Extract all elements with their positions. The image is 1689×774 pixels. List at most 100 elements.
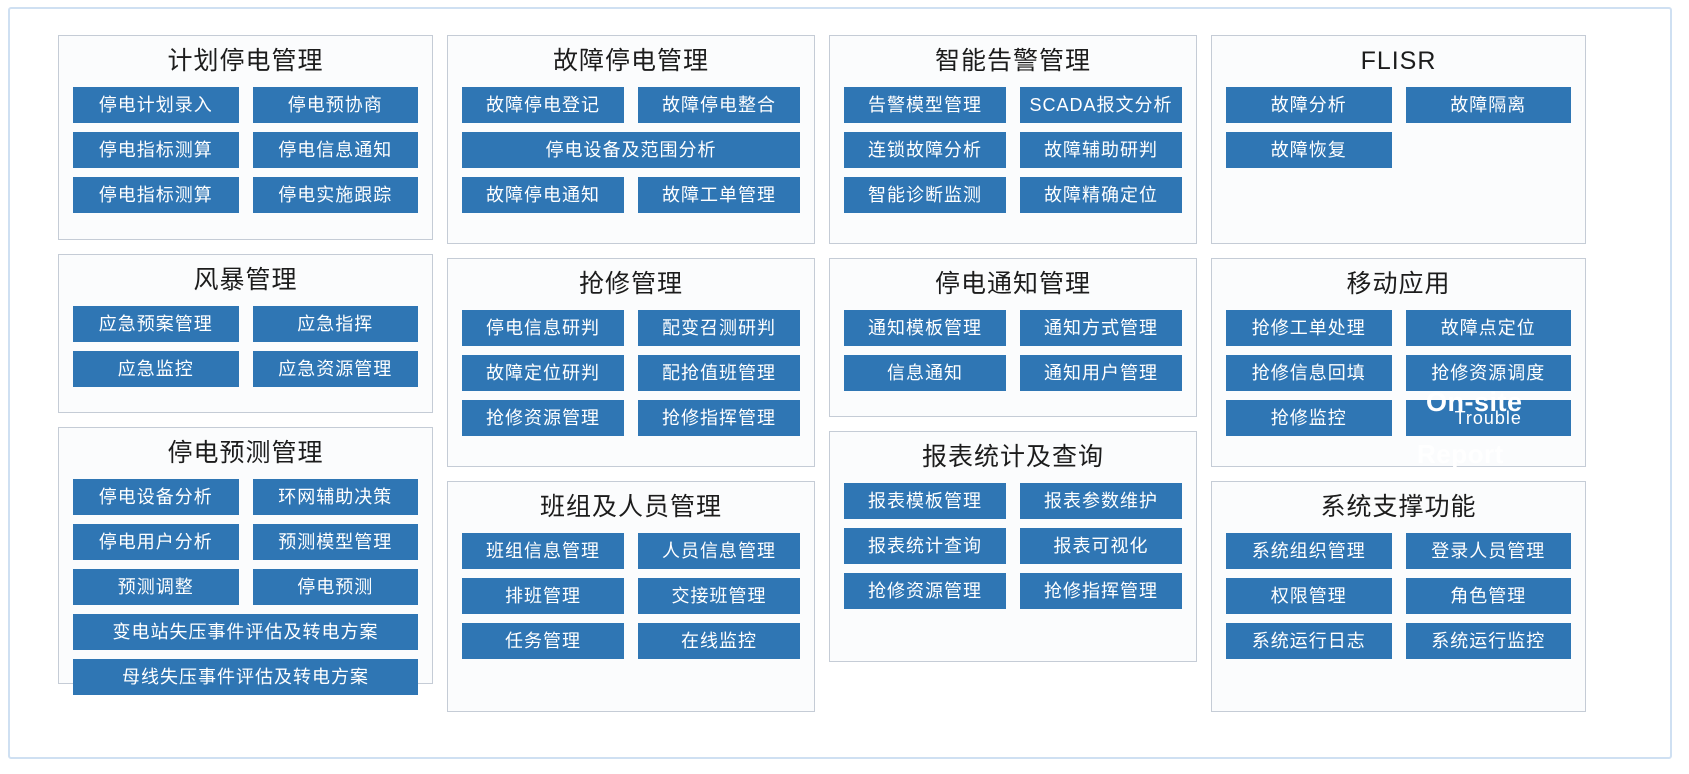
button-repair-resource-dispatch[interactable]: 抢修资源调度 bbox=[1405, 355, 1571, 392]
panel-buttons: 通知模板管理 通知方式管理 信息通知 通知用户管理 bbox=[844, 310, 1182, 392]
button-login-personnel-management[interactable]: 登录人员管理 bbox=[1405, 533, 1571, 570]
button-notice-method-management[interactable]: 通知方式管理 bbox=[1020, 310, 1182, 347]
button-fault-isolation[interactable]: 故障隔离 bbox=[1405, 87, 1571, 124]
button-outage-index-calc-2[interactable]: 停电指标测算 bbox=[73, 177, 239, 214]
button-trouble[interactable]: Trouble bbox=[1405, 400, 1571, 437]
button-transformer-polling-judgement[interactable]: 配变召测研判 bbox=[638, 310, 800, 347]
button-row: 抢修工单处理 故障点定位 bbox=[1226, 310, 1571, 347]
button-fault-outage-consolidation[interactable]: 故障停电整合 bbox=[638, 87, 800, 124]
button-repair-command-management-report[interactable]: 抢修指挥管理 bbox=[1020, 573, 1182, 610]
button-scada-message-analysis[interactable]: SCADA报文分析 bbox=[1020, 87, 1182, 124]
button-repair-info-backfill[interactable]: 抢修信息回填 bbox=[1226, 355, 1392, 392]
panel-buttons: 停电计划录入 停电预协商 停电指标测算 停电信息通知 停电指标测算 停电实施跟踪 bbox=[73, 87, 418, 214]
button-row: 抢修监控 Trouble bbox=[1226, 400, 1571, 437]
button-forecast-adjustment[interactable]: 预测调整 bbox=[73, 569, 239, 606]
button-repair-monitoring[interactable]: 抢修监控 bbox=[1226, 400, 1392, 437]
button-outage-equipment-scope-analysis[interactable]: 停电设备及范围分析 bbox=[462, 132, 800, 169]
panel-title: 故障停电管理 bbox=[552, 47, 709, 75]
button-outage-execution-tracking[interactable]: 停电实施跟踪 bbox=[252, 177, 418, 214]
panel-outage-notice: 停电通知管理 通知模板管理 通知方式管理 信息通知 通知用户管理 bbox=[829, 258, 1197, 417]
button-shift-handover-management[interactable]: 交接班管理 bbox=[638, 578, 800, 615]
button-row: 故障定位研判 配抢值班管理 bbox=[462, 355, 800, 392]
button-alarm-model-management[interactable]: 告警模型管理 bbox=[844, 87, 1006, 124]
button-repair-resource-management-report[interactable]: 抢修资源管理 bbox=[844, 573, 1006, 610]
panel-fault-outage: 故障停电管理 故障停电登记 故障停电整合 停电设备及范围分析 故障停电通知 故障… bbox=[447, 35, 815, 244]
panel-outage-forecast: 停电预测管理 停电设备分析 环网辅助决策 停电用户分析 预测模型管理 预测调整 … bbox=[58, 427, 433, 696]
button-system-operation-monitoring[interactable]: 系统运行监控 bbox=[1405, 623, 1571, 660]
button-row: 抢修资源管理 抢修指挥管理 bbox=[462, 400, 800, 437]
panel-title: FLISR bbox=[1360, 47, 1437, 75]
button-fault-restoration[interactable]: 故障恢复 bbox=[1226, 132, 1392, 169]
panel-buttons: 停电设备分析 环网辅助决策 停电用户分析 预测模型管理 预测调整 停电预测 变电… bbox=[73, 479, 418, 696]
button-task-management[interactable]: 任务管理 bbox=[462, 623, 624, 660]
button-fault-point-location[interactable]: 故障点定位 bbox=[1405, 310, 1571, 347]
button-row: 报表模板管理 报表参数维护 bbox=[844, 483, 1182, 520]
panel-title: 报表统计及查询 bbox=[921, 443, 1104, 471]
panel-title: 系统支撑功能 bbox=[1320, 493, 1477, 521]
panel-mobile-app: 移动应用 抢修工单处理 故障点定位 抢修信息回填 抢修资源调度 抢修监控 Tro… bbox=[1211, 258, 1586, 467]
button-outage-plan-entry[interactable]: 停电计划录入 bbox=[73, 87, 239, 124]
button-busbar-voltage-loss-plan[interactable]: 母线失压事件评估及转电方案 bbox=[73, 659, 418, 696]
button-shift-scheduling[interactable]: 排班管理 bbox=[462, 578, 624, 615]
panel-smart-alarm: 智能告警管理 告警模型管理 SCADA报文分析 连锁故障分析 故障辅助研判 智能… bbox=[829, 35, 1197, 244]
button-system-operation-log[interactable]: 系统运行日志 bbox=[1226, 623, 1392, 660]
button-role-management[interactable]: 角色管理 bbox=[1405, 578, 1571, 615]
panel-team-personnel: 班组及人员管理 班组信息管理 人员信息管理 排班管理 交接班管理 任务管理 在线… bbox=[447, 481, 815, 712]
button-emergency-plan-management[interactable]: 应急预案管理 bbox=[73, 306, 239, 343]
button-substation-voltage-loss-plan[interactable]: 变电站失压事件评估及转电方案 bbox=[73, 614, 418, 651]
button-smart-diagnosis-monitoring[interactable]: 智能诊断监测 bbox=[844, 177, 1006, 214]
button-team-info-management[interactable]: 班组信息管理 bbox=[462, 533, 624, 570]
button-repair-command-management[interactable]: 抢修指挥管理 bbox=[638, 400, 800, 437]
button-precise-fault-location[interactable]: 故障精确定位 bbox=[1020, 177, 1182, 214]
button-system-org-management[interactable]: 系统组织管理 bbox=[1226, 533, 1392, 570]
button-fault-location-judgement[interactable]: 故障定位研判 bbox=[462, 355, 624, 392]
panel-buttons: 故障停电登记 故障停电整合 停电设备及范围分析 故障停电通知 故障工单管理 bbox=[462, 87, 800, 214]
panel-buttons: 故障分析 故障隔离 故障恢复 bbox=[1226, 87, 1571, 169]
button-repair-work-order-processing[interactable]: 抢修工单处理 bbox=[1226, 310, 1392, 347]
button-outage-equipment-analysis[interactable]: 停电设备分析 bbox=[73, 479, 239, 516]
button-row: 告警模型管理 SCADA报文分析 bbox=[844, 87, 1182, 124]
button-repair-duty-management[interactable]: 配抢值班管理 bbox=[638, 355, 800, 392]
button-outage-customer-analysis[interactable]: 停电用户分析 bbox=[73, 524, 239, 561]
button-ring-network-decision[interactable]: 环网辅助决策 bbox=[252, 479, 418, 516]
button-outage-info-notice[interactable]: 停电信息通知 bbox=[252, 132, 418, 169]
button-row: 智能诊断监测 故障精确定位 bbox=[844, 177, 1182, 214]
button-report-template-management[interactable]: 报表模板管理 bbox=[844, 483, 1006, 520]
button-notice-user-management[interactable]: 通知用户管理 bbox=[1020, 355, 1182, 392]
button-emergency-monitoring[interactable]: 应急监控 bbox=[73, 351, 239, 388]
button-emergency-resource-management[interactable]: 应急资源管理 bbox=[252, 351, 418, 388]
button-emergency-command[interactable]: 应急指挥 bbox=[252, 306, 418, 343]
button-cascading-fault-analysis[interactable]: 连锁故障分析 bbox=[844, 132, 1006, 169]
button-repair-resource-management[interactable]: 抢修资源管理 bbox=[462, 400, 624, 437]
button-fault-outage-notice[interactable]: 故障停电通知 bbox=[462, 177, 624, 214]
button-row: 母线失压事件评估及转电方案 bbox=[73, 659, 418, 696]
button-notice-template-management[interactable]: 通知模板管理 bbox=[844, 310, 1006, 347]
panel-buttons: 停电信息研判 配变召测研判 故障定位研判 配抢值班管理 抢修资源管理 抢修指挥管… bbox=[462, 310, 800, 437]
button-online-monitoring[interactable]: 在线监控 bbox=[638, 623, 800, 660]
button-fault-analysis[interactable]: 故障分析 bbox=[1226, 87, 1392, 124]
button-outage-info-judgement[interactable]: 停电信息研判 bbox=[462, 310, 624, 347]
button-row: 故障停电通知 故障工单管理 bbox=[462, 177, 800, 214]
button-fault-outage-registration[interactable]: 故障停电登记 bbox=[462, 87, 624, 124]
column-4: FLISR 故障分析 故障隔离 故障恢复 移动应用 抢修工单处理 故障 bbox=[1211, 35, 1586, 712]
button-row: 报表统计查询 报表可视化 bbox=[844, 528, 1182, 565]
button-outage-pre-negotiation[interactable]: 停电预协商 bbox=[252, 87, 418, 124]
button-report-visualization[interactable]: 报表可视化 bbox=[1020, 528, 1182, 565]
button-row: 停电指标测算 停电信息通知 bbox=[73, 132, 418, 169]
button-fault-work-order-management[interactable]: 故障工单管理 bbox=[638, 177, 800, 214]
button-row: 停电设备及范围分析 bbox=[462, 132, 800, 169]
button-outage-forecast[interactable]: 停电预测 bbox=[252, 569, 418, 606]
button-report-statistics-query[interactable]: 报表统计查询 bbox=[844, 528, 1006, 565]
button-outage-index-calc-1[interactable]: 停电指标测算 bbox=[73, 132, 239, 169]
button-row: 连锁故障分析 故障辅助研判 bbox=[844, 132, 1182, 169]
panel-planned-outage: 计划停电管理 停电计划录入 停电预协商 停电指标测算 停电信息通知 停电指标测算… bbox=[58, 35, 433, 240]
button-forecast-model-management[interactable]: 预测模型管理 bbox=[252, 524, 418, 561]
button-row: 排班管理 交接班管理 bbox=[462, 578, 800, 615]
button-fault-assisted-judgement[interactable]: 故障辅助研判 bbox=[1020, 132, 1182, 169]
button-personnel-info-management[interactable]: 人员信息管理 bbox=[638, 533, 800, 570]
column-1: 计划停电管理 停电计划录入 停电预协商 停电指标测算 停电信息通知 停电指标测算… bbox=[58, 35, 433, 712]
button-report-parameter-maintenance[interactable]: 报表参数维护 bbox=[1020, 483, 1182, 520]
button-info-notification[interactable]: 信息通知 bbox=[844, 355, 1006, 392]
button-permission-management[interactable]: 权限管理 bbox=[1226, 578, 1392, 615]
panel-buttons: 系统组织管理 登录人员管理 权限管理 角色管理 系统运行日志 系统运行监控 bbox=[1226, 533, 1571, 660]
